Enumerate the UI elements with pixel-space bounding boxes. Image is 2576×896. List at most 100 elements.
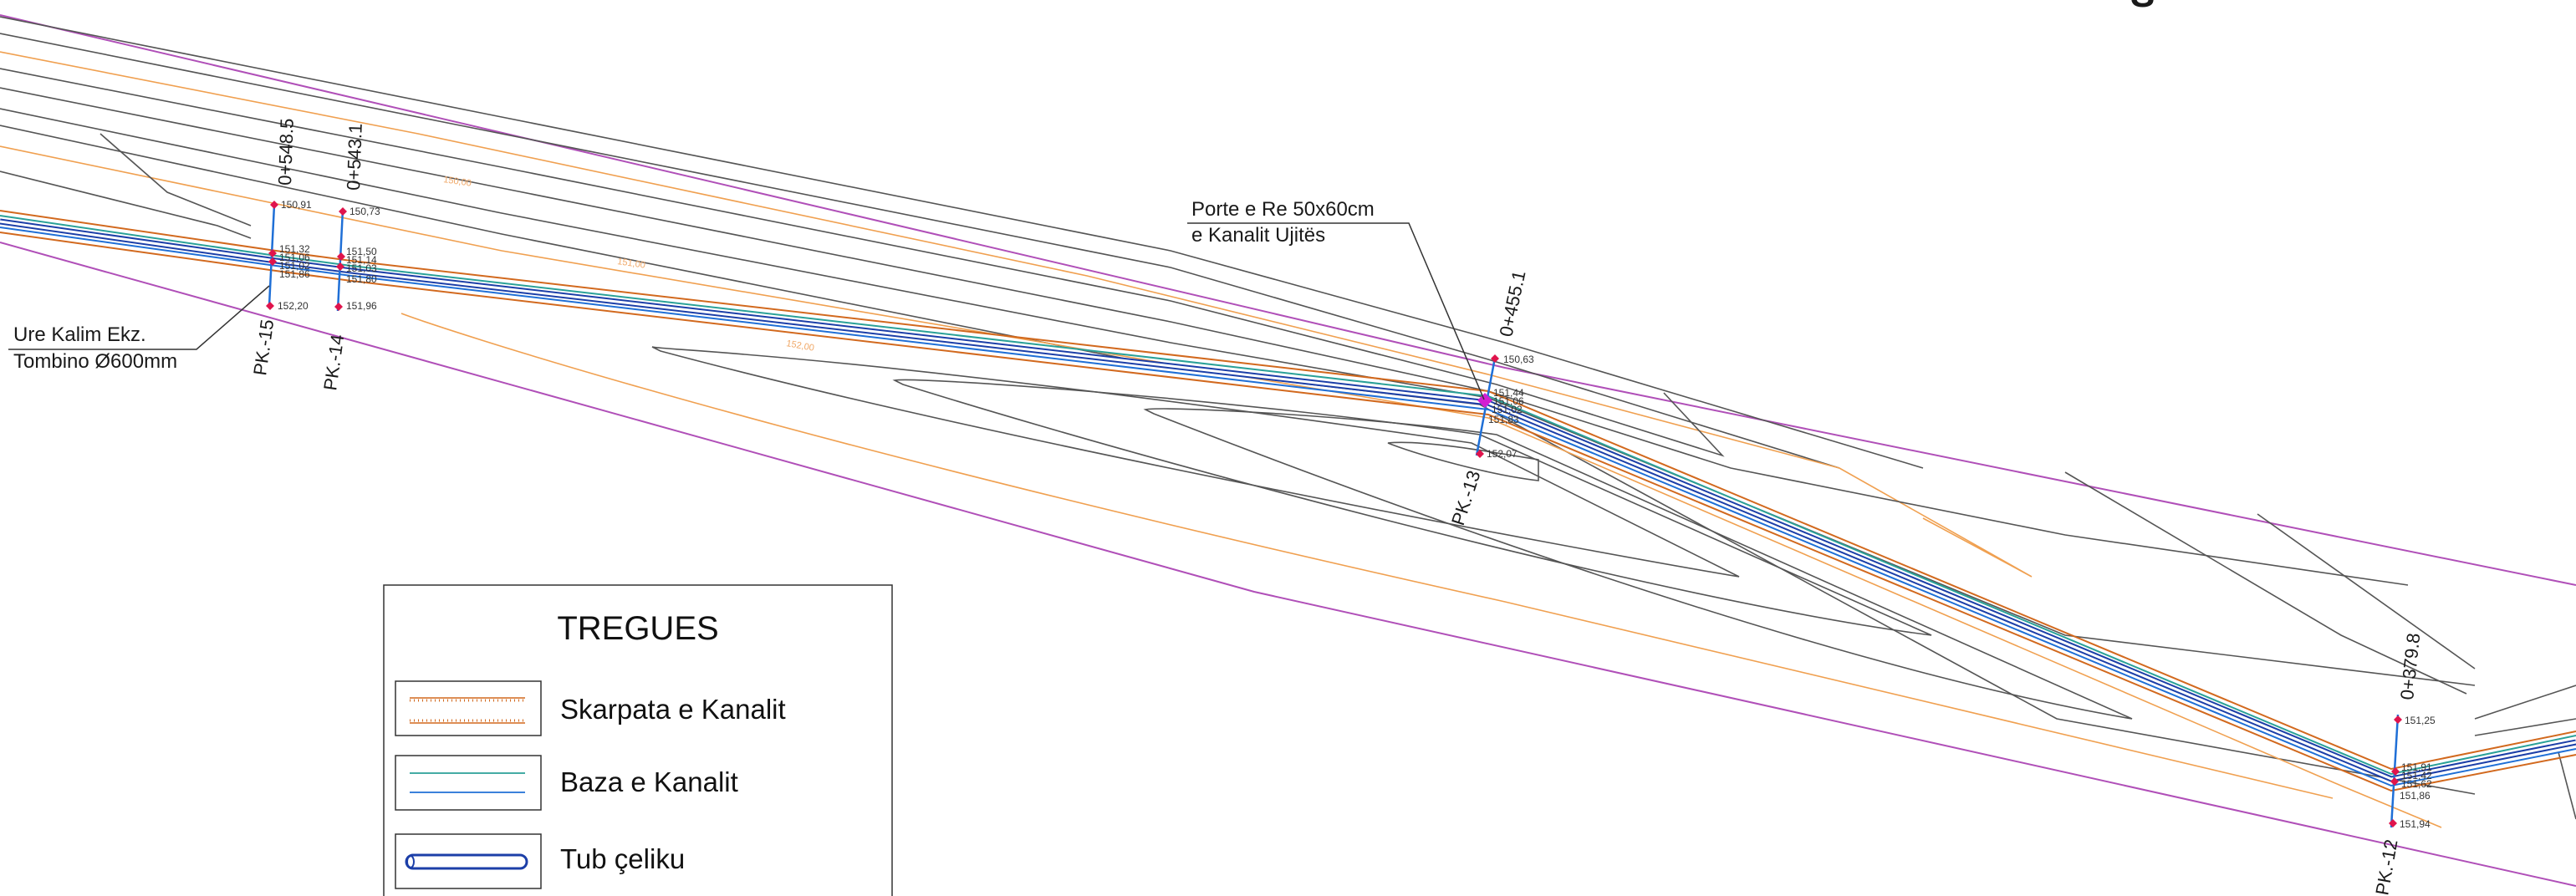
pk-label: PK.-15	[249, 318, 278, 377]
legend-swatch-box	[395, 833, 542, 889]
contour-line	[1143, 408, 2133, 720]
legend-label-base: Baza e Kanalit	[560, 766, 738, 797]
terrain-contours	[0, 16, 2576, 828]
lower-boundary-line	[0, 242, 2576, 887]
contour-line	[0, 108, 2476, 686]
elevation-value: 150,63	[1503, 354, 1534, 365]
elevation-value: 152,20	[278, 300, 309, 312]
legend-swatch-box	[395, 755, 542, 811]
bridge-label-line-1: Ure Kalim Ekz.	[13, 323, 146, 346]
elevation-value: 151,83	[1488, 414, 1519, 425]
elevation-value: 151,86	[2400, 790, 2431, 802]
chainage-label: 0+543.1	[343, 123, 366, 191]
elevation-marker	[336, 262, 344, 271]
pk-label: PK.-12	[2371, 837, 2401, 896]
chainage-label: 0+455.1	[1495, 268, 1529, 339]
elevation-value: 151,25	[2405, 715, 2436, 726]
elevation-value: 151,14	[346, 254, 377, 266]
elevation-marker	[2394, 715, 2402, 724]
elevation-marker	[2389, 819, 2397, 827]
pipe-icon	[405, 853, 528, 870]
canal-base-line-a	[0, 215, 2576, 776]
legend-swatch-box	[395, 680, 542, 736]
elevation-marker	[1476, 450, 1484, 458]
elevation-value: 151,80	[346, 273, 377, 285]
steel-pipe-core	[0, 220, 2576, 781]
elevation-value: 151,44	[1493, 387, 1524, 399]
legend-title: TREGUES	[557, 610, 718, 647]
contour-elevation-label: 151,00	[617, 257, 646, 271]
elevation-marker	[1491, 354, 1499, 363]
elevation-marker	[270, 201, 278, 209]
gate-label-line-1: Porte e Re 50x60cm	[1191, 198, 1375, 221]
elevation-marker	[337, 252, 345, 261]
contour-index-line	[400, 313, 2334, 799]
elevation-marker	[268, 249, 277, 257]
canal-slope-lower	[0, 232, 2576, 792]
elevation-value: 151,42	[2401, 770, 2432, 781]
contour-line	[892, 379, 1932, 636]
gate-marker	[1477, 393, 1492, 408]
pk-label: PK.-13	[1447, 468, 1485, 528]
contour-line	[1387, 441, 1539, 481]
elevation-value: 151,32	[279, 243, 310, 255]
leader-line	[8, 285, 270, 350]
contour-index-line	[0, 145, 2442, 828]
elevation-value: 151,94	[2400, 818, 2431, 830]
contour-line	[0, 68, 1725, 457]
contour-elevation-label: 150,00	[443, 175, 472, 189]
gate-label-line-2: e Kanalit Ujitës	[1191, 224, 1325, 247]
chainage-label: 0+548.5	[274, 118, 298, 186]
elevation-marker	[266, 302, 274, 310]
bridge-annotation: Ure Kalim Ekz. Tombino Ø600mm	[8, 285, 270, 373]
contour-line	[2474, 718, 2576, 736]
parcel-boundaries	[0, 14, 2576, 887]
slope-hatch-icon	[410, 697, 525, 724]
chainage-label: 0+379.8	[2396, 632, 2424, 700]
legend: TREGUES Skarpata e Kanalit Baza e Kanali…	[383, 584, 893, 896]
elevation-value: 151,06	[1493, 395, 1524, 407]
elevation-marker	[268, 257, 277, 266]
elevation-value: 151,96	[346, 300, 377, 312]
elevation-value: 150,91	[281, 199, 312, 211]
irrigation-canal	[0, 210, 2576, 792]
cut-off-title-text: S	[2130, 0, 2155, 15]
elevation-marker	[334, 303, 343, 311]
gate-annotation: Porte e Re 50x60cm e Kanalit Ujitës	[1187, 198, 1485, 400]
contour-line	[0, 171, 252, 239]
elevation-value: 151,06	[279, 252, 310, 263]
elevation-marker	[2391, 767, 2400, 776]
contour-line	[99, 133, 252, 227]
elevation-marker	[2390, 777, 2399, 786]
contour-line	[0, 33, 1840, 469]
contour-line	[2474, 685, 2576, 720]
station-pk-14: 0+543.1 PK.-14 150,73 151,50 151,14 151,…	[319, 123, 380, 391]
legend-frame	[383, 584, 893, 896]
contour-elevation-label: 152,00	[785, 339, 814, 354]
elevation-value: 151,02	[279, 260, 310, 272]
bridge-label-line-2: Tombino Ø600mm	[13, 350, 177, 373]
canal-slope-upper	[0, 210, 2576, 771]
canal-base-line-b	[0, 227, 2576, 787]
station-pk-15: 0+548.5 PK.-15 150,91 151,32 151,06 151,…	[249, 118, 312, 376]
elevation-value: 151,50	[346, 246, 377, 257]
contour-line	[2064, 471, 2467, 695]
contour-index-line	[0, 51, 2033, 578]
contour-line	[651, 346, 1740, 578]
elevation-value: 151,91	[2401, 761, 2432, 773]
contour-line	[2257, 513, 2476, 669]
legend-label-pipe: Tub çeliku	[560, 843, 685, 874]
elevation-value: 152,07	[1487, 448, 1518, 460]
elevation-value: 151,03	[346, 262, 377, 274]
elevation-marker	[339, 207, 347, 216]
leader-line	[1187, 222, 1485, 400]
elevation-value: 150,73	[349, 206, 380, 217]
legend-label-slope: Skarpata e Kanalit	[560, 694, 786, 725]
elevation-value: 151,86	[279, 268, 310, 280]
contour-line	[2558, 751, 2576, 820]
elevation-value: 151,62	[2401, 778, 2432, 790]
pk-label: PK.-14	[319, 333, 348, 392]
contour-line	[0, 16, 1924, 469]
double-line-icon	[410, 772, 525, 793]
